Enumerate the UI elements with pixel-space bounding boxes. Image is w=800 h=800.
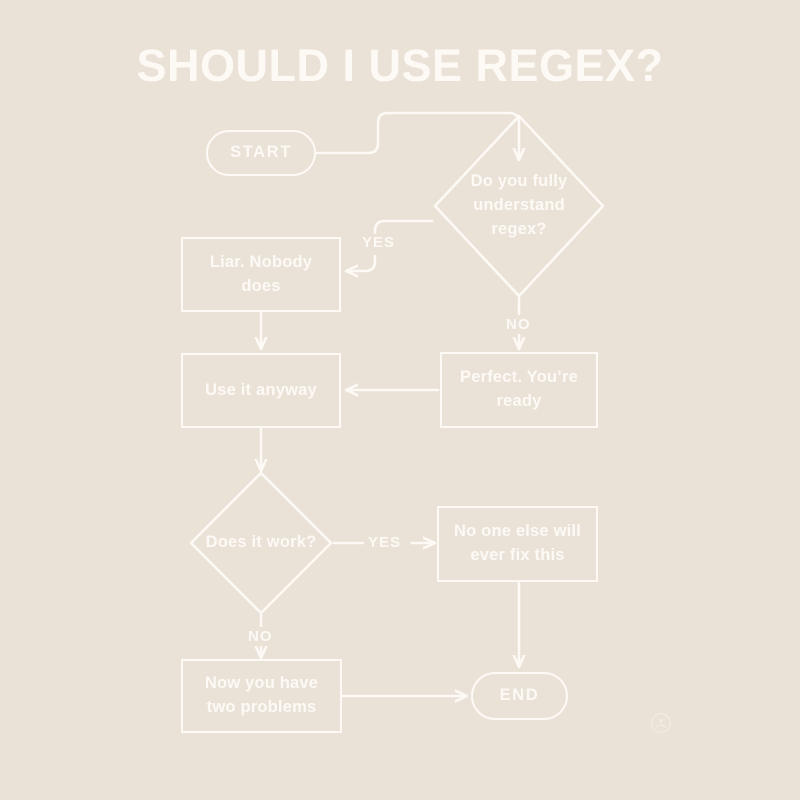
node-no-one-else-will-fix-label: No one else will ever fix this <box>454 522 581 564</box>
edge-label-understand-no: NO <box>506 316 531 333</box>
node-start-label: START <box>230 143 292 162</box>
node-use-it-anyway[interactable]: Use it anyway <box>181 353 341 428</box>
diamond-outline <box>188 470 334 616</box>
edge-understand-yes-upper <box>373 219 434 235</box>
node-start[interactable]: START <box>206 130 316 176</box>
node-liar-nobody-does-label: Liar. Nobody does <box>209 252 313 295</box>
edge-understand-yes-lower <box>347 254 377 271</box>
node-no-one-else-will-fix[interactable]: No one else will ever fix this <box>437 506 598 582</box>
node-liar-nobody-does[interactable]: Liar. Nobody does <box>181 237 341 312</box>
node-perfect-youre-ready-label: Perfect. You’re ready <box>460 368 578 410</box>
edge-label-work-no: NO <box>248 628 273 645</box>
node-end-label: END <box>499 686 540 705</box>
node-do-you-understand-regex[interactable]: Do you fully understand regex? <box>432 113 606 299</box>
node-end[interactable]: END <box>471 672 568 720</box>
edge-label-understand-yes: YES <box>362 234 396 251</box>
edge-label-work-yes: YES <box>368 534 402 551</box>
page-title: SHOULD I USE REGEX? <box>136 40 664 91</box>
node-does-it-work-label: Does it work? <box>205 533 317 552</box>
node-does-it-work[interactable]: Does it work? <box>188 470 334 616</box>
diamond-outline <box>432 113 606 299</box>
node-perfect-youre-ready[interactable]: Perfect. You’re ready <box>440 352 598 428</box>
node-now-you-have-two-problems-label: Now you have two problems <box>204 674 319 716</box>
node-now-you-have-two-problems[interactable]: Now you have two problems <box>181 659 342 733</box>
node-use-it-anyway-label: Use it anyway <box>205 380 317 399</box>
node-do-you-understand-regex-label: Do you fully understand regex? <box>470 172 568 238</box>
circular-logo-watermark-icon <box>650 712 672 734</box>
